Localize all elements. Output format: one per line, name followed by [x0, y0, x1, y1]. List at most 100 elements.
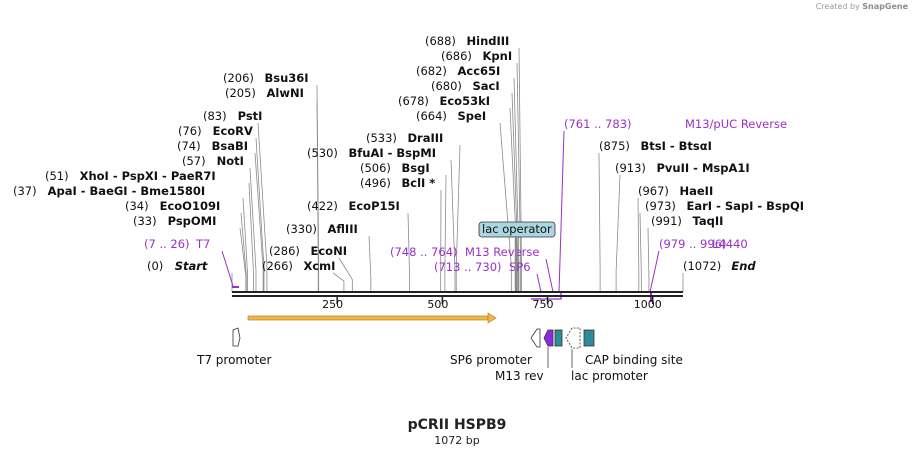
site-leader-line — [333, 273, 344, 292]
site-name: HindIII — [467, 34, 510, 48]
site-position: (913) — [615, 161, 646, 175]
plasmid-name: pCRII HSPB9 — [0, 417, 914, 433]
primer-leader-line — [559, 131, 564, 292]
site-position: (74) — [177, 139, 201, 153]
site-name: NotI — [217, 154, 244, 168]
site-position: (680) — [431, 79, 462, 93]
site-position: (533) — [366, 131, 397, 145]
site-position: (0) — [147, 259, 163, 273]
site-name: SpeI — [458, 109, 487, 123]
sp6-promoter-label: SP6 promoter — [450, 353, 532, 367]
site-position: (422) — [307, 199, 338, 213]
site-position: (991) — [651, 214, 682, 228]
site-position: (664) — [416, 109, 447, 123]
site-leader-line — [339, 258, 352, 292]
site-name: BclI * — [402, 176, 436, 190]
primer-name: SP6 — [509, 260, 531, 274]
primer-range: (713 .. 730) — [434, 260, 502, 274]
orf-arrowhead — [488, 313, 496, 323]
site-name: AlwNI — [267, 86, 304, 100]
site-position: (51) — [45, 169, 69, 183]
site-position: (76) — [178, 124, 202, 138]
cap-small-glyph — [555, 330, 562, 346]
site-position: (83) — [203, 109, 227, 123]
site-name: EcoO109I — [160, 199, 221, 213]
ruler-tick-label: 750 — [533, 298, 554, 311]
primer-range: (748 .. 764) — [390, 245, 458, 259]
site-position: (1072) — [683, 259, 721, 273]
primer-leader-line — [546, 259, 553, 292]
primer-leader-line — [537, 274, 541, 292]
site-name: EcoP15I — [349, 199, 400, 213]
site-name: EcoRV — [213, 124, 253, 138]
terminus-label: Start — [175, 259, 208, 273]
site-position: (506) — [360, 161, 391, 175]
site-position: (967) — [638, 184, 669, 198]
site-name: BsgI — [402, 161, 430, 175]
site-name: HaeII — [680, 184, 714, 198]
site-leader-line — [640, 213, 641, 292]
site-name: Bsu36I — [265, 71, 309, 85]
site-position: (37) — [13, 184, 37, 198]
site-position: (33) — [133, 214, 157, 228]
site-name: PspOMI — [168, 214, 217, 228]
site-name: DraIII — [408, 131, 444, 145]
site-name: XhoI - PspXI - PaeR7I — [80, 169, 216, 183]
backbone-top-strand — [232, 291, 683, 293]
orf-bar — [248, 316, 488, 320]
site-leader-line — [369, 236, 371, 292]
site-name: XcmI — [304, 259, 336, 273]
site-position: (682) — [416, 64, 447, 78]
ruler-tick-label: 250 — [322, 298, 343, 311]
credit-text: Created by — [816, 2, 860, 11]
site-name: AflIII — [328, 222, 358, 236]
t7-promoter-label: T7 promoter — [196, 353, 272, 367]
terminus-label: End — [731, 259, 756, 273]
snapgene-credit: Created by SnapGene — [816, 2, 908, 11]
site-position: (678) — [398, 94, 429, 108]
primer-range: (7 .. 26) — [144, 237, 190, 251]
site-position: (205) — [225, 86, 256, 100]
site-position: (34) — [125, 199, 149, 213]
site-position: (875) — [599, 139, 630, 153]
site-name: SacI — [473, 79, 500, 93]
site-position: (688) — [425, 34, 456, 48]
site-position: (973) — [645, 199, 676, 213]
t7-promoter-glyph — [233, 328, 240, 346]
plasmid-length: 1072 bp — [0, 434, 914, 447]
primer-leader-line — [650, 251, 659, 292]
site-name: BtsI - BtsαI — [641, 139, 712, 153]
ruler-tick-label: 1000 — [634, 298, 662, 311]
cap-binding-site-glyph — [584, 330, 594, 346]
site-position: (496) — [360, 176, 391, 190]
primer-range: (761 .. 783) — [564, 117, 632, 131]
site-leader-line — [638, 198, 639, 292]
primer-leader-line — [222, 251, 233, 286]
backbone-bottom-strand — [232, 295, 683, 297]
site-position: (686) — [441, 49, 472, 63]
site-name: TaqII — [693, 214, 724, 228]
site-leader-line — [249, 183, 253, 292]
site-name: Eco53kI — [440, 94, 491, 108]
site-name: Acc65I — [458, 64, 501, 78]
site-leader-line — [616, 175, 620, 292]
site-name: ApaI - BaeGI - Bme1580I — [48, 184, 206, 198]
lac-operator-label: lac operator — [482, 222, 552, 236]
m13-rev-label: M13 rev — [495, 369, 544, 383]
site-position: (266) — [262, 259, 293, 273]
primer-name: M13 Reverse — [465, 245, 539, 259]
site-position: (330) — [286, 222, 317, 236]
brand-logo: SnapGene — [862, 2, 908, 11]
site-name: EarI - SapI - BspQI — [687, 199, 805, 213]
primer-name: T7 — [195, 237, 210, 251]
site-name: PvuII - MspA1I — [657, 161, 750, 175]
primer-name: L4440 — [712, 237, 748, 251]
site-leader-line — [250, 168, 256, 292]
site-leader-line — [599, 153, 600, 292]
ruler-tick-label: 500 — [427, 298, 448, 311]
site-position: (206) — [223, 71, 254, 85]
site-leader-line — [445, 175, 446, 292]
site-position: (57) — [182, 154, 206, 168]
lac-promoter-label: lac promoter — [571, 369, 648, 383]
